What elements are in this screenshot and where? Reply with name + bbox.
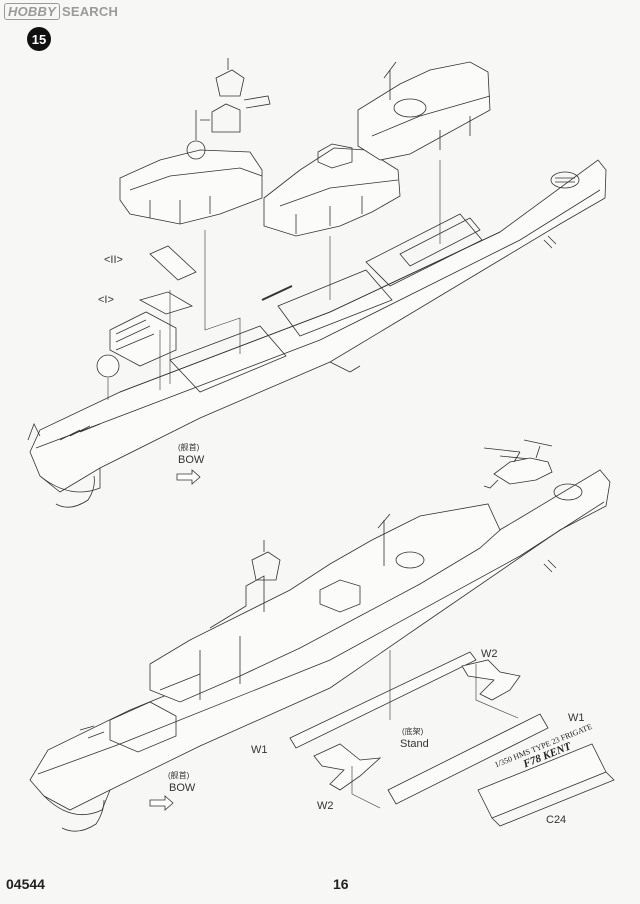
helicopter-drawing: [483, 439, 553, 489]
watermark-logo: HOBBY: [4, 3, 60, 20]
w1-left-label: W1: [251, 744, 268, 756]
w1-right-label: W1: [568, 712, 585, 724]
middle-superstructure-part: [263, 143, 401, 237]
part-ii-label: <II>: [104, 254, 123, 266]
nameplate-part: [477, 743, 615, 827]
bow-label-bottom: BOW: [169, 782, 196, 794]
c24-label: C24: [546, 814, 567, 826]
step-number-badge: 15: [27, 27, 51, 51]
part-i-label: <I>: [98, 294, 114, 306]
small-parts: [96, 245, 197, 378]
bow-label-top: BOW: [178, 454, 205, 466]
bow-cn-label-top: (舰首): [178, 443, 200, 452]
upper-hull-drawing: [27, 159, 607, 508]
bow-cn-label-bottom: (舰首): [168, 771, 190, 780]
stand-label: Stand: [400, 738, 429, 750]
bow-arrow-bottom: [149, 795, 174, 811]
stand-cn-label: (底架): [402, 727, 424, 736]
bow-arrow-top: [176, 469, 201, 485]
lower-hull-drawing: [29, 469, 611, 832]
page-number: 16: [333, 876, 349, 892]
aft-superstructure-part: [357, 61, 491, 161]
w2-top-label: W2: [481, 648, 498, 660]
w2-bottom-label: W2: [317, 800, 334, 812]
assembly-guide-lines: [107, 160, 441, 400]
display-stand-parts: [289, 650, 549, 809]
forward-superstructure-part: [119, 58, 271, 225]
product-code: 04544: [6, 876, 45, 892]
watermark-text: SEARCH: [61, 4, 119, 19]
